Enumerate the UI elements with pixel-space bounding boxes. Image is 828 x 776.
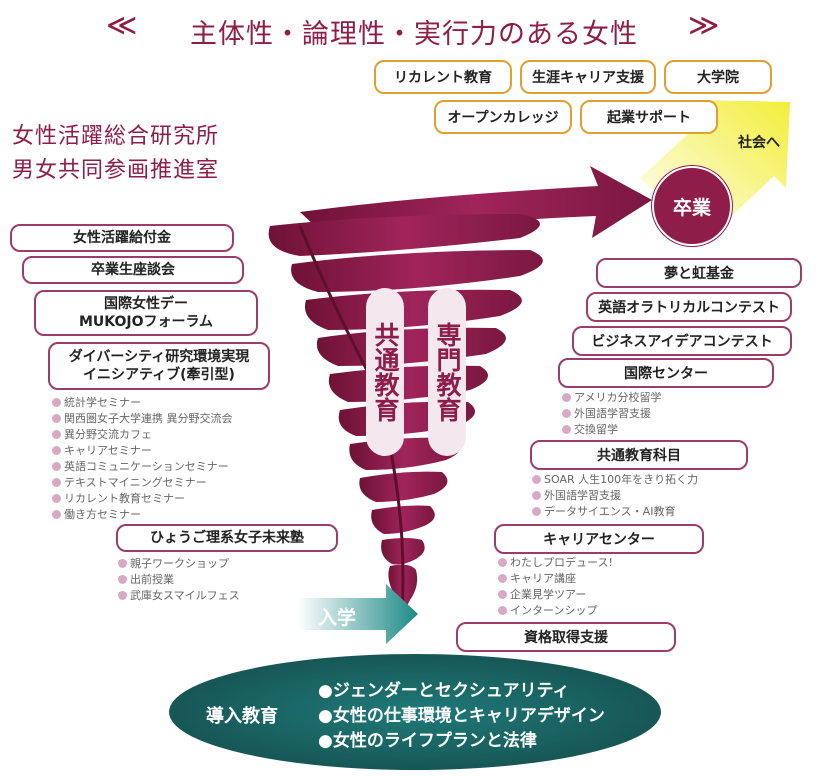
sub-item: 外国語学習支援 bbox=[532, 488, 698, 504]
sub-item: 武庫女スマイルフェス bbox=[118, 588, 240, 604]
sub-item: リカレント教育セミナー bbox=[52, 491, 233, 507]
left-item-alumni-talk: 卒業生座談会 bbox=[22, 256, 244, 284]
graduation-circle: 卒業 bbox=[652, 166, 732, 246]
sub-item: キャリア講座 bbox=[498, 571, 613, 587]
sub-item: アメリカ分校留学 bbox=[562, 390, 661, 406]
sub-item: キャリアセミナー bbox=[52, 443, 233, 459]
admission-label: 入学 bbox=[318, 607, 357, 629]
sub-item: 統計学セミナー bbox=[52, 395, 233, 411]
title-left-chevron: ≪ bbox=[106, 8, 138, 43]
pill-startup-support: 起業サポート bbox=[580, 100, 718, 134]
sub-item: インターンシップ bbox=[498, 603, 613, 619]
right-item-common-courses: 共通教育科目 bbox=[530, 440, 748, 470]
left-science-subs: 親子ワークショップ 出前授業 武庫女スマイルフェス bbox=[118, 556, 240, 604]
sub-item: 外国語学習支援 bbox=[562, 406, 661, 422]
left-diversity-subs: 統計学セミナー 関西圏女子大学連携 異分野交流会 異分野交流カフェ キャリアセミ… bbox=[52, 395, 233, 523]
right-common-subs: SOAR 人生100年をきり拓く力 外国語学習支援 データサイエンス・AI教育 bbox=[532, 472, 698, 520]
org-line-1: 女性活躍総合研究所 bbox=[12, 124, 220, 149]
sub-item: 親子ワークショップ bbox=[118, 556, 240, 572]
sub-item: データサイエンス・AI教育 bbox=[532, 504, 698, 520]
left-item-benefit: 女性活躍給付金 bbox=[10, 224, 234, 252]
pill-lifelong-career: 生涯キャリア支援 bbox=[520, 60, 656, 94]
sub-item: わたしプロデュース! bbox=[498, 555, 613, 571]
sub-item: 英語コミュニケーションセミナー bbox=[52, 459, 233, 475]
intro-item-3: ●女性のライフプランと法律 bbox=[318, 731, 537, 751]
sub-item: SOAR 人生100年をきり拓く力 bbox=[532, 472, 698, 488]
org-line-2: 男女共同参画推進室 bbox=[12, 158, 220, 183]
right-item-oratorical: 英語オラトリカルコンテスト bbox=[586, 292, 792, 322]
left-item-science-girls: ひょうご理系女子未来塾 bbox=[116, 524, 338, 552]
right-item-career-center: キャリアセンター bbox=[494, 524, 704, 554]
right-item-business-idea: ビジネスアイデアコンテスト bbox=[572, 326, 792, 356]
common-education-pill: 共通教育 bbox=[366, 288, 404, 456]
common-education-text: 共通教育 bbox=[371, 322, 400, 422]
entrance-arrow bbox=[298, 584, 418, 644]
sub-item: 交換留学 bbox=[562, 422, 661, 438]
sub-item: テキストマイニングセミナー bbox=[52, 475, 233, 491]
sub-item: 働き方セミナー bbox=[52, 507, 233, 523]
page-title: 主体性・論理性・実行力のある女性 bbox=[190, 19, 638, 50]
left-item-diversity: ダイバーシティ研究環境実現 イニシアティブ(牽引型) bbox=[48, 342, 270, 390]
right-item-international-center: 国際センター bbox=[558, 358, 774, 388]
society-label: 社会へ bbox=[738, 135, 780, 151]
right-career-subs: わたしプロデュース! キャリア講座 企業見学ツアー インターンシップ bbox=[498, 555, 613, 619]
specialized-education-pill: 専門教育 bbox=[428, 288, 466, 456]
sub-item: 出前授業 bbox=[118, 572, 240, 588]
pill-open-college: オープンカレッジ bbox=[434, 100, 572, 134]
intro-ellipse bbox=[169, 654, 661, 770]
title-right-chevron: ≫ bbox=[688, 8, 720, 43]
right-item-dream-rainbow: 夢と虹基金 bbox=[596, 258, 802, 288]
right-item-qualification: 資格取得支援 bbox=[456, 622, 676, 652]
left-item-womens-day: 国際女性デー MUKOJOフォーラム bbox=[34, 290, 258, 336]
sub-item: 関西圏女子大学連携 異分野交流会 bbox=[52, 411, 233, 427]
intro-item-2: ●女性の仕事環境とキャリアデザイン bbox=[318, 706, 605, 726]
right-international-subs: アメリカ分校留学 外国語学習支援 交換留学 bbox=[562, 390, 661, 438]
pill-graduate-school: 大学院 bbox=[664, 60, 772, 94]
sub-item: 異分野交流カフェ bbox=[52, 427, 233, 443]
intro-label: 導入教育 bbox=[206, 706, 278, 727]
specialized-education-text: 専門教育 bbox=[433, 322, 462, 422]
intro-item-1: ●ジェンダーとセクシュアリティ bbox=[318, 681, 570, 701]
sub-item: 企業見学ツアー bbox=[498, 587, 613, 603]
pill-recurrent-education: リカレント教育 bbox=[374, 60, 512, 94]
